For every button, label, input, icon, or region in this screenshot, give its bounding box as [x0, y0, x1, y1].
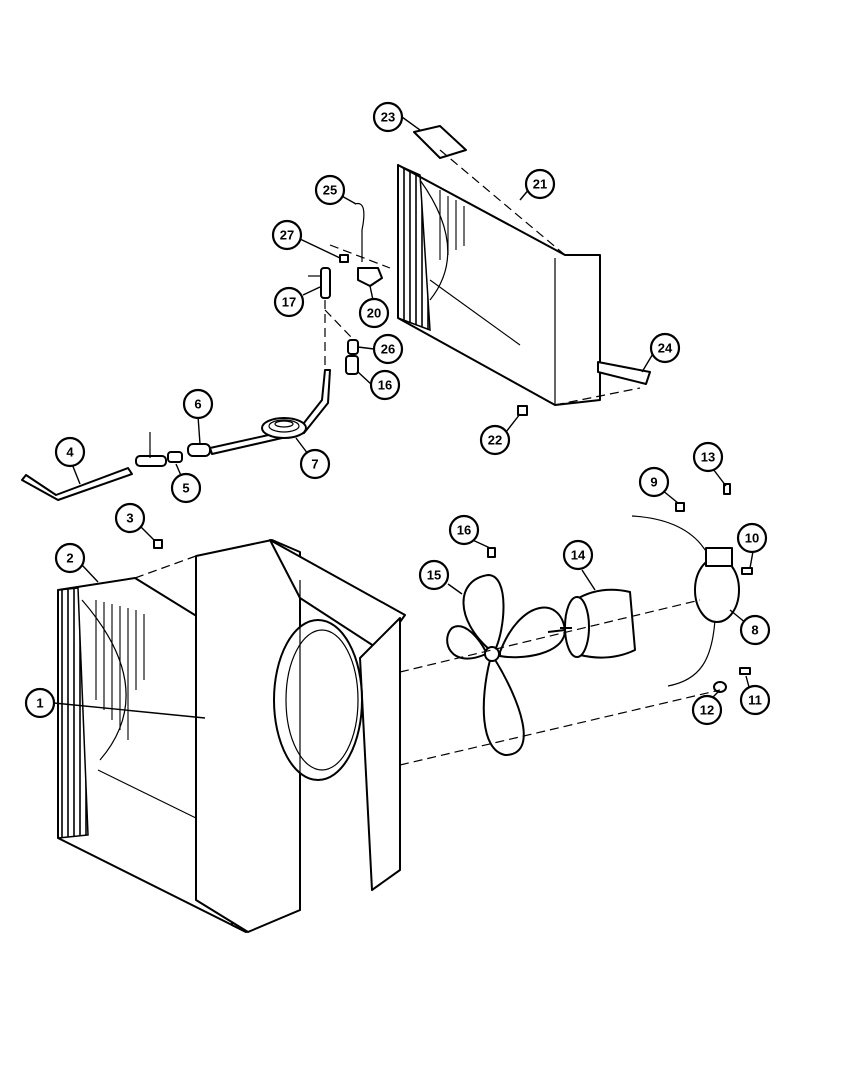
- callout-21-label: 21: [533, 177, 547, 192]
- callout-25: 25: [314, 174, 346, 206]
- callout-27: 27: [271, 219, 303, 251]
- callout-4: 4: [54, 436, 86, 468]
- callout-3-label: 3: [126, 511, 133, 526]
- callout-11-label: 11: [748, 693, 762, 708]
- fan-blade: [446, 574, 583, 756]
- callout-15: 15: [418, 559, 450, 591]
- callout-17: 17: [273, 286, 305, 318]
- callout-7-label: 7: [311, 457, 318, 472]
- callout-13-label: 13: [701, 450, 715, 465]
- coil-bracket-top: [413, 125, 467, 159]
- callout-26-label: 26: [381, 342, 395, 357]
- callout-16-tube: 16: [369, 369, 401, 401]
- callout-13: 13: [692, 441, 724, 473]
- callout-5-label: 5: [182, 481, 189, 496]
- callout-22: 22: [479, 424, 511, 456]
- callout-27-label: 27: [280, 228, 294, 243]
- callout-9: 9: [638, 466, 670, 498]
- callout-23: 23: [372, 101, 404, 133]
- callout-25-label: 25: [323, 183, 337, 198]
- callout-16-fan: 16: [448, 514, 480, 546]
- callout-2: 2: [54, 542, 86, 574]
- callout-6-label: 6: [194, 397, 201, 412]
- callout-26: 26: [372, 333, 404, 365]
- callout-14: 14: [562, 539, 594, 571]
- coil-bracket-bottom: [597, 361, 651, 385]
- callout-16-fan-label: 16: [457, 523, 471, 538]
- callout-12-label: 12: [700, 703, 714, 718]
- callout-10: 10: [736, 522, 768, 554]
- callout-17-label: 17: [282, 295, 296, 310]
- callout-11: 11: [739, 684, 771, 716]
- callout-8: 8: [739, 614, 771, 646]
- fan-motor: [560, 588, 636, 659]
- callout-22-label: 22: [488, 433, 502, 448]
- callout-12: 12: [691, 694, 723, 726]
- callout-24: 24: [649, 332, 681, 364]
- alignment-lines: [134, 149, 721, 766]
- callout-4-label: 4: [66, 445, 74, 460]
- callout-14-label: 14: [571, 548, 586, 563]
- callout-2-label: 2: [66, 551, 73, 566]
- callout-23-label: 23: [381, 110, 395, 125]
- callout-20: 20: [358, 297, 390, 329]
- tubing-assembly: [21, 202, 383, 501]
- callout-16-tube-label: 16: [378, 378, 392, 393]
- callout-5: 5: [170, 472, 202, 504]
- fan-shroud: [195, 539, 406, 933]
- callout-8-label: 8: [751, 623, 758, 638]
- callout-15-label: 15: [427, 568, 441, 583]
- callout-10-label: 10: [745, 531, 759, 546]
- small-hardware: [153, 405, 753, 693]
- callout-9-label: 9: [650, 475, 657, 490]
- callout-1: 1: [24, 687, 56, 719]
- upper-condenser-coil: [397, 163, 601, 406]
- callout-3: 3: [114, 502, 146, 534]
- callout-21: 21: [524, 168, 556, 200]
- callout-6: 6: [182, 388, 214, 420]
- callout-20-label: 20: [367, 306, 381, 321]
- callout-1-label: 1: [36, 696, 43, 711]
- callout-24-label: 24: [658, 341, 673, 356]
- callout-7: 7: [299, 448, 331, 480]
- motor-mount-bracket: [631, 515, 740, 687]
